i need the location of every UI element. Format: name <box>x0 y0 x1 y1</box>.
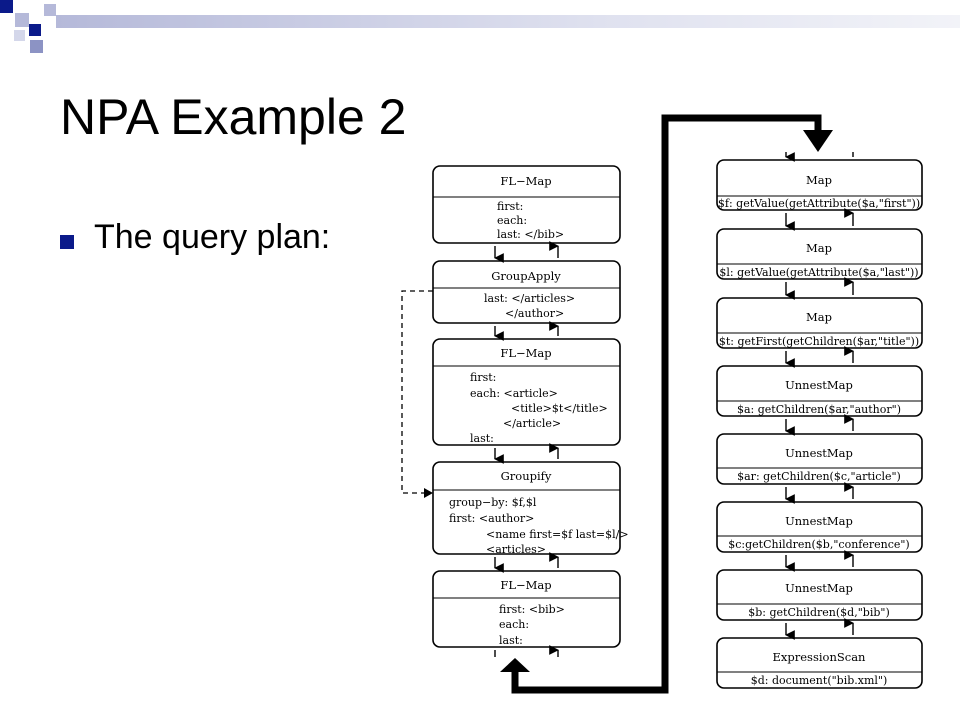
operator-line: last: <box>499 634 523 647</box>
operator-line: first: <box>470 371 496 384</box>
operator-title: GroupApply <box>491 269 561 283</box>
corner-square-light-3 <box>30 40 43 53</box>
right-operator-map-2: Map $l: getValue(getAttribute($a,"last")… <box>716 228 923 280</box>
operator-title: ExpressionScan <box>773 650 867 664</box>
operator-line: </article> <box>503 417 561 430</box>
plan-continuation-arrow <box>500 114 833 694</box>
operator-line: first: <author> <box>449 512 534 525</box>
operator-line: first: <bib> <box>499 603 565 616</box>
operator-title: FL−Map <box>500 578 551 592</box>
dashed-group-edge <box>401 290 433 498</box>
operator-line: $l: getValue(getAttribute($a,"last")) <box>719 266 918 279</box>
left-operator-fl-map-3: FL−Map first: <bib> each: last: <box>432 570 621 648</box>
right-operator-expressionscan: ExpressionScan $d: document("bib.xml") <box>716 637 923 689</box>
operator-line: $a: getChildren($ar,"author") <box>737 403 901 416</box>
operator-title: Map <box>806 310 832 324</box>
bullet-text: The query plan: <box>94 218 331 256</box>
header-bar <box>56 15 960 28</box>
operator-title: FL−Map <box>500 346 551 360</box>
operator-title: UnnestMap <box>785 446 853 460</box>
operator-line: $f: getValue(getAttribute($a,"first")) <box>718 197 920 210</box>
corner-square-light-4 <box>14 30 25 41</box>
right-connectors <box>785 152 854 640</box>
slide-title: NPA Example 2 <box>60 89 407 145</box>
operator-line: first: <box>497 200 523 213</box>
operator-line: </author> <box>505 307 564 320</box>
operator-line: $b: getChildren($d,"bib") <box>748 606 890 619</box>
corner-square-navy-1 <box>0 0 13 13</box>
operator-line: <title>$t</title> <box>511 402 608 415</box>
left-operator-groupapply: GroupApply last: </articles> </author> <box>432 260 621 324</box>
operator-line: <name first=$f last=$l/> <box>486 528 629 541</box>
right-operator-unnestmap-1: UnnestMap $a: getChildren($ar,"author") <box>716 365 923 417</box>
operator-line: last: <box>470 432 494 445</box>
operator-line: $ar: getChildren($c,"article") <box>737 470 901 483</box>
right-operator-unnestmap-4: UnnestMap $b: getChildren($d,"bib") <box>716 569 923 621</box>
operator-line: last: </bib> <box>497 228 564 241</box>
operator-title: Groupify <box>501 469 552 483</box>
operator-title: UnnestMap <box>785 514 853 528</box>
operator-title: Map <box>806 241 832 255</box>
operator-line: each: <box>499 618 529 631</box>
right-operator-map-3: Map $t: getFirst(getChildren($ar,"title"… <box>716 297 923 349</box>
corner-square-light-2 <box>44 4 56 16</box>
operator-line: <articles> <box>486 543 546 556</box>
corner-square-light-1 <box>15 13 29 27</box>
operator-line: group−by: $f,$l <box>449 496 537 509</box>
operator-line: each: <box>497 214 527 227</box>
bullet-icon <box>60 235 74 249</box>
right-operator-map-1: Map $f: getValue(getAttribute($a,"first"… <box>716 159 923 211</box>
right-operator-unnestmap-3: UnnestMap $c:getChildren($b,"conference"… <box>716 501 923 553</box>
operator-line: last: </articles> <box>484 292 575 305</box>
operator-title: UnnestMap <box>785 581 853 595</box>
operator-title: Map <box>806 173 832 187</box>
corner-square-navy-2 <box>29 24 41 36</box>
operator-line: each: <article> <box>470 387 558 400</box>
operator-line: $d: document("bib.xml") <box>751 674 888 687</box>
operator-line: $c:getChildren($b,"conference") <box>728 538 909 551</box>
left-connectors <box>494 241 559 657</box>
operator-line: $t: getFirst(getChildren($ar,"title")) <box>719 335 919 348</box>
operator-title: FL−Map <box>500 174 551 188</box>
left-operator-fl-map-1: FL−Map first: each: last: </bib> <box>432 165 621 244</box>
left-operator-fl-map-2: FL−Map first: each: <article> <title>$t<… <box>432 338 621 446</box>
operator-title: UnnestMap <box>785 378 853 392</box>
left-operator-groupify: Groupify group−by: $f,$l first: <author>… <box>432 461 629 556</box>
right-operator-unnestmap-2: UnnestMap $ar: getChildren($c,"article") <box>716 433 923 485</box>
